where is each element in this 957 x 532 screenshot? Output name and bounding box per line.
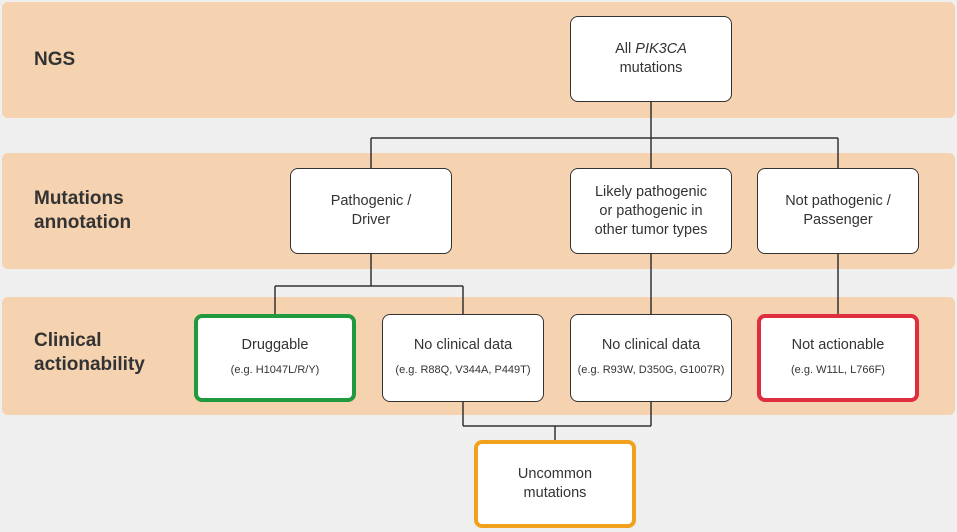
node-not-pathogenic-passenger: Not pathogenic / Passenger	[757, 168, 919, 254]
row-band-ngs	[2, 2, 955, 118]
druggable-title: Druggable	[241, 337, 309, 353]
node-druggable: Druggable (e.g. H1047L/R/Y)	[194, 314, 356, 402]
row-label-ngs: NGS	[34, 49, 76, 70]
druggable-example: (e.g. H1047L/R/Y)	[230, 364, 320, 376]
no-data-2-example: (e.g. R93W, D350G, G1007R)	[577, 364, 725, 376]
row-label-actionability: Clinical actionability	[34, 330, 145, 375]
gene-name: PIK3CA	[635, 41, 687, 57]
no-data-1-example: (e.g. R88Q, V344A, P449T)	[395, 364, 531, 376]
node-likely-pathogenic: Likely pathogenic or pathogenic in other…	[570, 168, 732, 254]
node-all-pik3ca-mutations: All PIK3CA mutations	[570, 16, 732, 102]
node-pathogenic-driver: Pathogenic / Driver	[290, 168, 452, 254]
no-data-2-title: No clinical data	[601, 337, 701, 353]
node-all-line-1: All PIK3CA	[615, 41, 687, 57]
node-not-actionable: Not actionable (e.g. W11L, L766F)	[757, 314, 919, 402]
node-uncommon-mutations: Uncommon mutations	[474, 440, 636, 528]
not-actionable-example: (e.g. W11L, L766F)	[791, 364, 885, 376]
not-actionable-title: Not actionable	[791, 337, 885, 353]
node-no-clinical-data-2: No clinical data (e.g. R93W, D350G, G100…	[570, 314, 732, 402]
node-all-line-2: mutations	[619, 60, 683, 76]
no-data-1-title: No clinical data	[413, 337, 513, 353]
row-label-annotation: Mutations annotation	[34, 188, 132, 233]
node-no-clinical-data-1: No clinical data (e.g. R88Q, V344A, P449…	[382, 314, 544, 402]
